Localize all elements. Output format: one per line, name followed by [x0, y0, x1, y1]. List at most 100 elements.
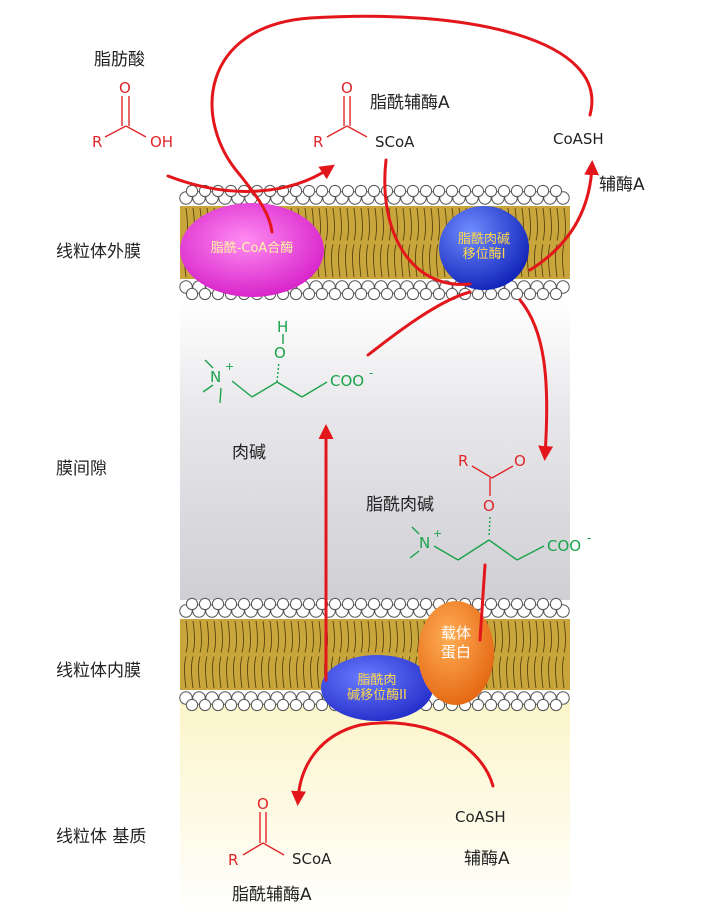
lipid-tail — [534, 207, 538, 278]
lipid-head — [393, 287, 407, 301]
carnitine-o: O — [274, 344, 286, 362]
outer-membrane-label: 线粒体外膜 — [56, 242, 141, 262]
lipid-tail — [520, 620, 524, 689]
lipid-tail — [534, 620, 538, 689]
lipid-tail — [380, 207, 384, 278]
matrix-background — [180, 700, 570, 919]
lipid-head — [549, 698, 563, 712]
acyl-coa-top-label: 脂酰辅酶A — [370, 93, 450, 113]
lipid-tail — [352, 207, 356, 278]
lipid-tail — [555, 620, 559, 689]
arrow-coash-to-acyl-coa-bottom — [291, 721, 495, 806]
acyl-coa-top-r: R — [313, 133, 324, 151]
carrier-label-line2: 蛋白 — [440, 643, 471, 661]
lipid-head — [406, 597, 420, 611]
lipid-tail — [506, 620, 510, 689]
lipid-head — [497, 597, 511, 611]
lipid-head — [185, 184, 199, 198]
lipid-tail — [310, 620, 314, 689]
lipid-tail — [415, 207, 419, 278]
acyl-carnitine-r: R — [458, 452, 469, 470]
lipid-tail — [429, 207, 433, 278]
carnitine-coo-charge: - — [369, 366, 374, 380]
arrow-carnitine-return-to-cpt1 — [366, 290, 472, 357]
coash-bottom-label: CoASH — [455, 808, 506, 826]
lipid-head — [484, 287, 498, 301]
lipid-tail — [317, 620, 321, 689]
lipid-tail — [191, 620, 195, 689]
lipid-head — [354, 287, 368, 301]
lipid-head — [536, 184, 550, 198]
lipid-head — [250, 698, 264, 712]
lipid-head — [510, 597, 524, 611]
lipid-tail — [373, 207, 377, 278]
acyl-coa-synthetase-label: 脂酰-CoA合酶 — [180, 241, 324, 256]
lipid-head — [484, 184, 498, 198]
lipid-head — [328, 184, 342, 198]
lipid-tail — [436, 207, 440, 278]
lipid-tail — [359, 207, 363, 278]
fatty-acid-o: O — [119, 79, 131, 97]
lipid-head — [276, 698, 290, 712]
acyl-carnitine-n-charge: + — [433, 527, 443, 540]
lipid-head — [406, 287, 420, 301]
acyl-carnitine-o-ester: O — [483, 497, 495, 515]
fatty-acid-structure — [104, 96, 147, 138]
lipid-head — [341, 184, 355, 198]
matrix-label: 线粒体 基质 — [56, 827, 147, 847]
lipid-tail — [541, 620, 545, 689]
lipid-head — [549, 597, 563, 611]
lipid-head — [523, 597, 537, 611]
lipid-head — [510, 698, 524, 712]
lipid-head — [380, 597, 394, 611]
lipid-head — [484, 698, 498, 712]
inner-membrane-label: 线粒体内膜 — [56, 661, 141, 681]
acyl-carnitine-coo-charge: - — [587, 531, 592, 545]
lipid-tail — [212, 620, 216, 689]
lipid-head — [185, 698, 199, 712]
lipid-head — [471, 287, 485, 301]
lipid-tail — [541, 207, 545, 278]
lipid-head — [211, 597, 225, 611]
lipid-tail — [303, 620, 307, 689]
acyl-coa-bottom-structure — [242, 812, 285, 856]
carnitine-label: 肉碱 — [232, 443, 266, 463]
lipid-head — [406, 184, 420, 198]
lipid-head — [341, 287, 355, 301]
carnitine-structure — [202, 334, 328, 404]
lipid-head — [198, 287, 212, 301]
lipid-head — [393, 184, 407, 198]
lipid-tail — [254, 620, 258, 689]
arrow-coash-into-synthetase — [210, 14, 594, 234]
carnitine-coo: COO — [330, 372, 365, 390]
lipid-head — [471, 698, 485, 712]
acyl-coa-top-structure — [326, 96, 368, 138]
lipid-head — [302, 698, 316, 712]
lipid-head — [523, 184, 537, 198]
lipid-tail — [282, 620, 286, 689]
lipid-head — [211, 698, 225, 712]
acyl-coa-bottom-r: R — [228, 851, 239, 869]
lipid-tail — [233, 620, 237, 689]
lipid-head — [536, 287, 550, 301]
lipid-head — [302, 184, 316, 198]
lipid-tail — [527, 620, 531, 689]
lipid-tail — [268, 620, 272, 689]
lipid-head — [458, 184, 472, 198]
lipid-head — [263, 597, 277, 611]
lipid-tail — [338, 207, 342, 278]
lipid-head — [302, 287, 316, 301]
lipid-head — [497, 287, 511, 301]
lipid-head — [198, 597, 212, 611]
lipid-tail — [366, 207, 370, 278]
lipid-tail — [275, 620, 279, 689]
lipid-head — [354, 184, 368, 198]
carrier-label-line1: 载体 — [440, 624, 471, 642]
lipid-head — [367, 184, 381, 198]
lipid-tail — [289, 620, 293, 689]
acyl-carnitine-o-carbonyl: O — [514, 452, 526, 470]
lipid-head — [185, 287, 199, 301]
lipid-tail — [324, 207, 328, 278]
lipid-head — [471, 184, 485, 198]
lipid-tail — [261, 620, 265, 689]
